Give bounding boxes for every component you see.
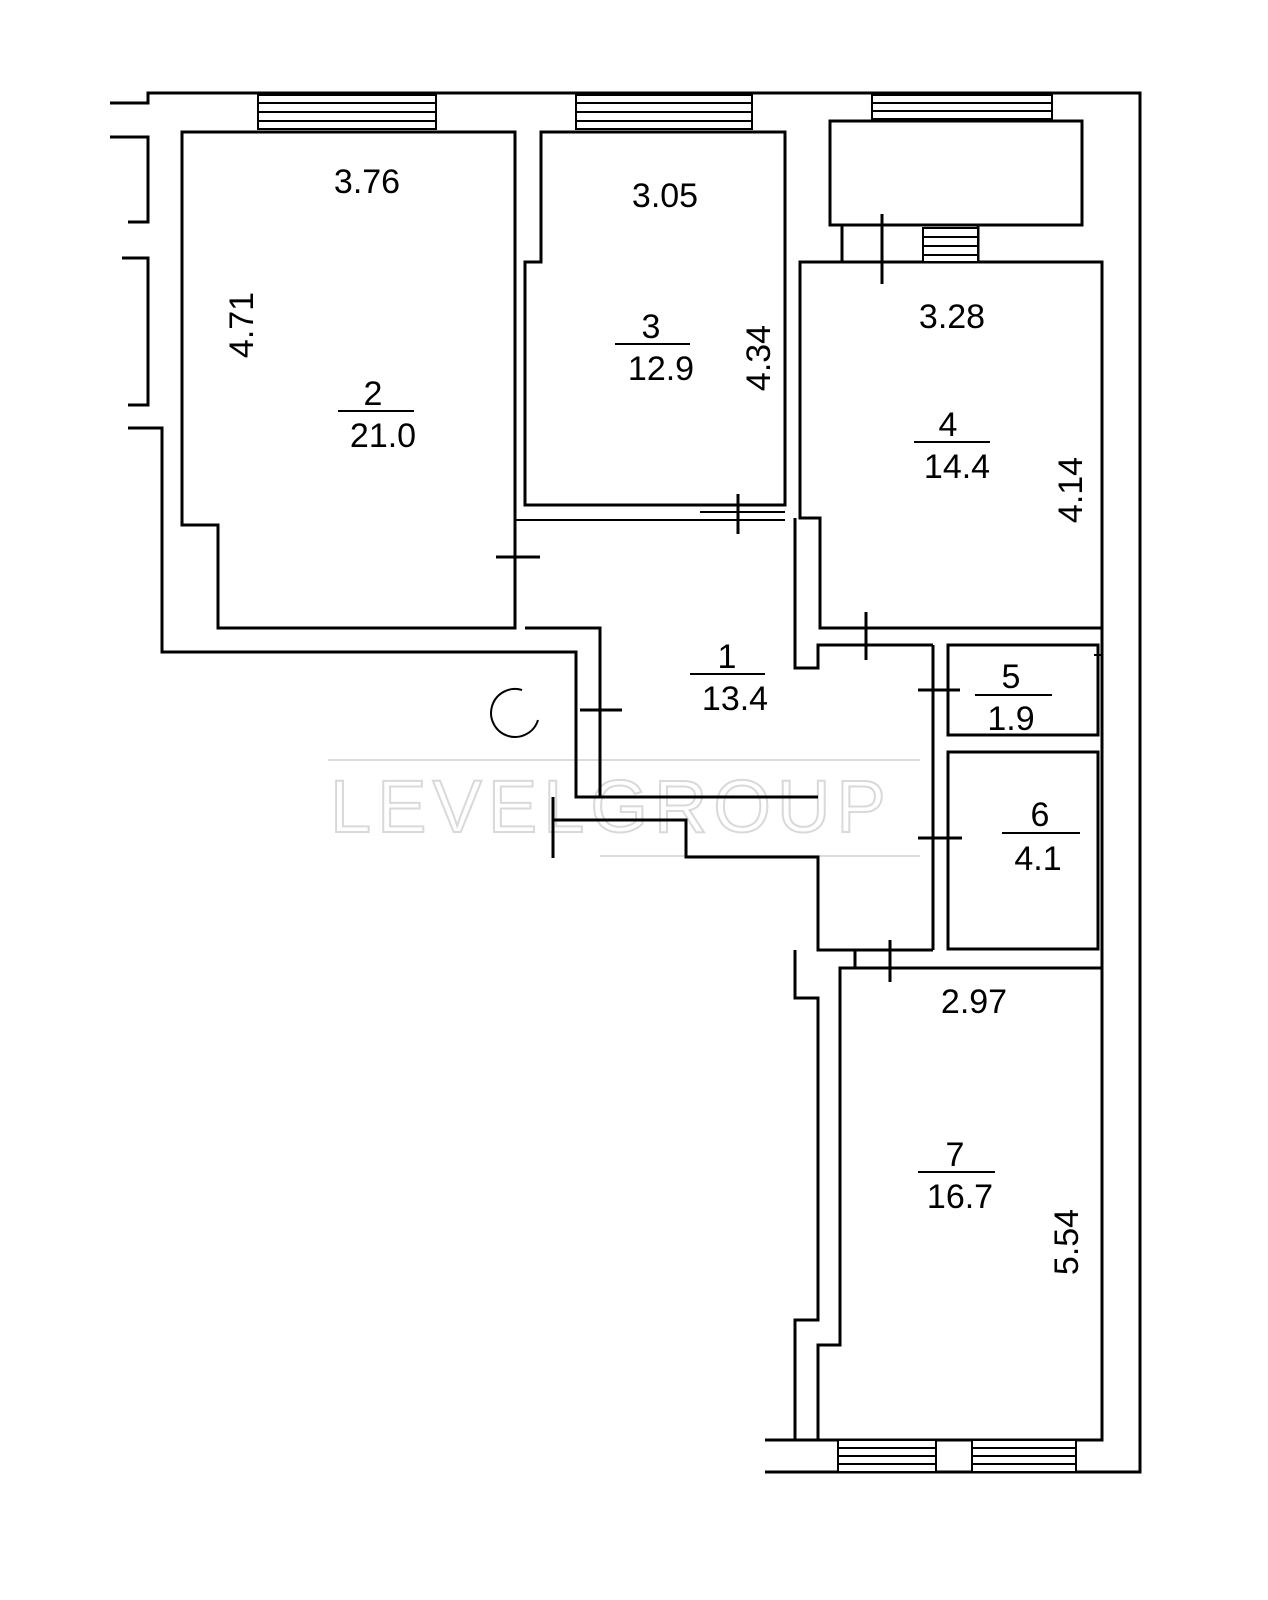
window-balcony [871,94,1053,120]
room-6-area: 4.1 [1014,840,1061,878]
window-room-7-left [837,1439,937,1473]
room-7-label: 2.97 5.54 7 16.7 [918,983,1086,1275]
room-2-length: 4.71 [223,292,261,358]
shaft-circle [490,687,539,738]
room-3-width: 3.05 [632,177,698,215]
room-5-area: 1.9 [987,700,1034,738]
room-4-area: 14.4 [924,448,990,486]
watermark: LEVELGROUP [328,759,920,857]
room-4-number: 4 [939,406,958,444]
room-4-width: 3.28 [919,298,985,336]
room-6-label: 6 4.1 [1002,796,1080,878]
room-5-number: 5 [1002,658,1021,696]
room-7-number: 7 [946,1136,965,1174]
doors [490,214,962,982]
room-3-number: 3 [642,308,661,346]
room-3-walls [515,130,787,521]
room-7-length: 5.54 [1048,1209,1086,1275]
window-room-4 [922,227,979,263]
room-7-area: 16.7 [927,1178,993,1216]
room-4-walls [793,260,1104,670]
room-2-label: 3.76 4.71 2 21.0 [223,163,416,455]
room-3-length: 4.34 [740,325,778,391]
window-room-3 [575,94,753,130]
room-2-number: 2 [364,375,383,413]
window-room-7-right [971,1439,1077,1473]
room-4-label: 3.28 4.14 4 14.4 [914,298,1090,523]
room-1-number: 1 [718,638,737,676]
room-2-area: 21.0 [350,417,416,455]
room-6-number: 6 [1031,796,1050,834]
room-3-label: 3.05 4.34 3 12.9 [615,177,778,391]
balcony [828,119,1084,262]
room-1-label: 1 13.4 [690,638,768,718]
room-7-width: 2.97 [941,983,1007,1021]
room-2-width: 3.76 [334,163,400,201]
room-3-area: 12.9 [628,350,694,388]
room-1-area: 13.4 [702,680,768,718]
window-room-2 [257,94,437,130]
room-2-walls [180,130,517,630]
room-4-length: 4.14 [1052,457,1090,523]
room-7-walls [816,950,1104,1442]
room-5-label: 5 1.9 [975,658,1052,738]
room-6-walls [946,750,1100,951]
room-1-walls [513,520,935,950]
watermark-text: LEVELGROUP [330,765,892,848]
